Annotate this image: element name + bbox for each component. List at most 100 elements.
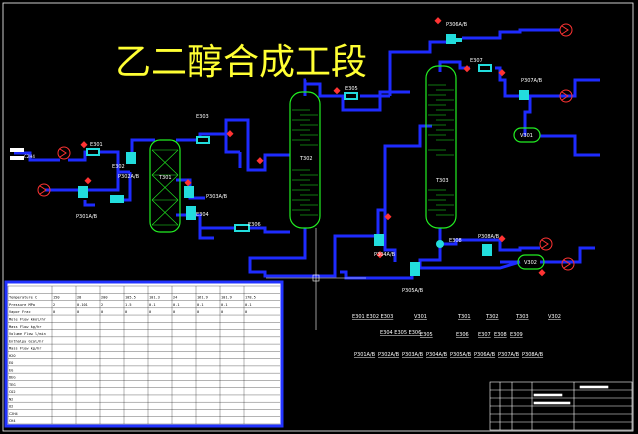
table-row-label: C2H4: [9, 412, 18, 416]
drum-v302: V302: [517, 254, 545, 270]
pump-p307: [519, 90, 529, 100]
legend-item: T303: [515, 314, 529, 320]
table-row-label: TEG: [9, 383, 16, 387]
table-cell: 1.5: [125, 303, 132, 307]
table-cell: 0: [77, 310, 79, 314]
label-t301: T301: [158, 175, 172, 181]
table-cell: 0.1: [245, 303, 252, 307]
table-cell: 2: [101, 303, 103, 307]
legend-item: P304A/B: [426, 352, 448, 358]
legend-item: E308: [494, 332, 507, 338]
drum-v301: V301: [513, 127, 541, 143]
legend-item: P307A/B: [498, 352, 520, 358]
legend-item: P305A/B: [450, 352, 472, 358]
pump-p305: [410, 262, 420, 276]
feed-block: C2H4: [10, 148, 35, 160]
column-t301: T301: [149, 139, 181, 233]
table-row-label: Temperature C: [9, 296, 37, 300]
label-e308: E308: [449, 238, 462, 244]
legend-item: T301: [457, 314, 471, 320]
table-cell: 0.1: [197, 303, 204, 307]
table-cell: 178.5: [245, 296, 256, 300]
table-row-label: N2: [9, 397, 13, 401]
legend-item: E301 E302 E303: [352, 314, 393, 320]
label-p301: P301A/B: [76, 214, 98, 220]
label-v301: V301: [520, 133, 533, 139]
legend-item: E304 E305 E306: [380, 330, 421, 336]
table-row-label: Mass Flow kg/hr: [9, 347, 42, 351]
legend-item: V301: [414, 314, 427, 320]
table-cell: 0: [53, 310, 55, 314]
legend-item: T302: [485, 314, 499, 320]
legend-item: P303A/B: [402, 352, 424, 358]
heat-exchanger-e303: [196, 136, 210, 144]
table-cell: 150: [53, 296, 60, 300]
table-cell: 200: [101, 296, 108, 300]
table-cell: 0: [101, 310, 103, 314]
table-row-label: Vapor Frac: [9, 310, 31, 314]
label-p305: P305A/B: [402, 288, 424, 294]
label-p306: P306A/B: [446, 22, 468, 28]
heat-exchanger-e301: [86, 148, 100, 156]
label-t303: T303: [435, 178, 449, 184]
table-row-label: Pressure MPa: [9, 303, 35, 307]
pump-p302: [126, 152, 136, 164]
label-p308: P308A/B: [478, 234, 500, 240]
table-row-label: EG: [9, 368, 13, 372]
title-block: [489, 381, 633, 431]
label-e306: E306: [248, 222, 261, 228]
heat-exchanger-e306: [234, 224, 250, 232]
table-row-label: CO2: [9, 390, 16, 394]
legend-item: E306: [456, 332, 469, 338]
legend-item: V302: [548, 314, 561, 320]
valves: [80, 17, 546, 277]
legend-item: P302A/B: [378, 352, 400, 358]
pump-e304: [186, 206, 196, 220]
label-p302: P302A/B: [118, 174, 140, 180]
table-cell: 105.5: [125, 296, 136, 300]
table-row-label: EO: [9, 361, 13, 365]
label-feed: C2H4: [24, 154, 35, 159]
table-row-label: O2: [9, 405, 13, 409]
table-cell: 0.101: [77, 303, 88, 307]
pump-p308: [482, 244, 492, 256]
table-cell: 24: [173, 296, 177, 300]
label-t302: T302: [299, 156, 313, 162]
pump-e306-bottom: [436, 240, 444, 248]
table-row-label: CH4: [9, 419, 16, 423]
label-e302: E302: [112, 164, 125, 170]
legend-item: E307: [478, 332, 491, 338]
column-t302: T302: [289, 91, 321, 229]
table-cell: 0: [245, 310, 247, 314]
table-cell: 101.3: [149, 296, 160, 300]
table-cell: 28: [77, 296, 81, 300]
heat-exchanger-e307: [478, 64, 492, 72]
table-cell: 0: [149, 310, 151, 314]
table-cell: 161.9: [197, 296, 208, 300]
table-cell: 0: [125, 310, 127, 314]
equipment-legend: E301 E302 E303 E304 E305 E306 V301 T301 …: [352, 314, 561, 358]
label-e301: E301: [90, 142, 103, 148]
label-p303: P303A/B: [206, 194, 228, 200]
legend-item: E305: [420, 332, 433, 338]
table-cell: 0.1: [173, 303, 180, 307]
legend-item: P306A/B: [474, 352, 496, 358]
table-cell: 2: [53, 303, 55, 307]
table-cell: 0: [197, 310, 199, 314]
pump-p306: [446, 34, 462, 44]
cad-crosshair: [266, 228, 366, 330]
table-row-label: Volume Flow l/min: [9, 332, 46, 336]
heat-exchanger-e302: [110, 195, 124, 203]
table-cell: 101.9: [221, 296, 232, 300]
label-p307: P307A/B: [521, 78, 543, 84]
table-row-label: Mass Flow kg/hr: [9, 325, 42, 329]
pump-p304: [374, 234, 384, 246]
table-cell: 0: [221, 310, 223, 314]
table-row-label: Enthalpy Gcal/hr: [9, 339, 44, 343]
pipe-network: [14, 28, 600, 280]
column-t303: T303: [425, 65, 457, 229]
table-row-label: DEG: [9, 376, 16, 380]
